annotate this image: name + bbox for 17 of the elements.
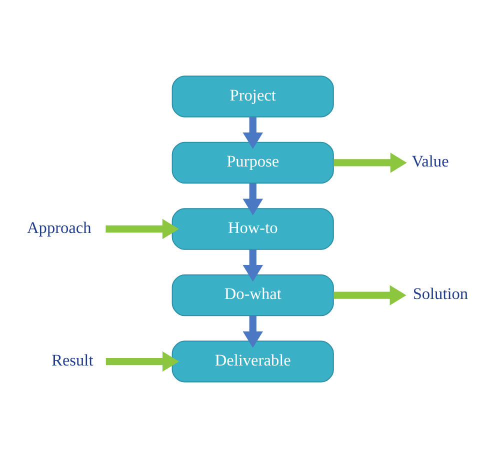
node-text: Result [52, 350, 94, 369]
node-box: Do-what [172, 274, 334, 316]
arrow [334, 152, 407, 172]
node-text: Value [412, 151, 449, 170]
node-box: Purpose [172, 141, 334, 184]
arrow [106, 350, 180, 372]
arrow [106, 218, 179, 239]
node-box: Deliverable [172, 340, 334, 382]
node-text: Solution [412, 284, 468, 303]
arrow [333, 284, 406, 305]
node-box: How-to [172, 208, 334, 250]
node-text: Approach [27, 217, 92, 236]
node-box: Project [172, 75, 334, 117]
arrow [242, 315, 263, 348]
arrow [242, 116, 263, 149]
arrow [242, 249, 263, 282]
arrow [242, 182, 263, 215]
